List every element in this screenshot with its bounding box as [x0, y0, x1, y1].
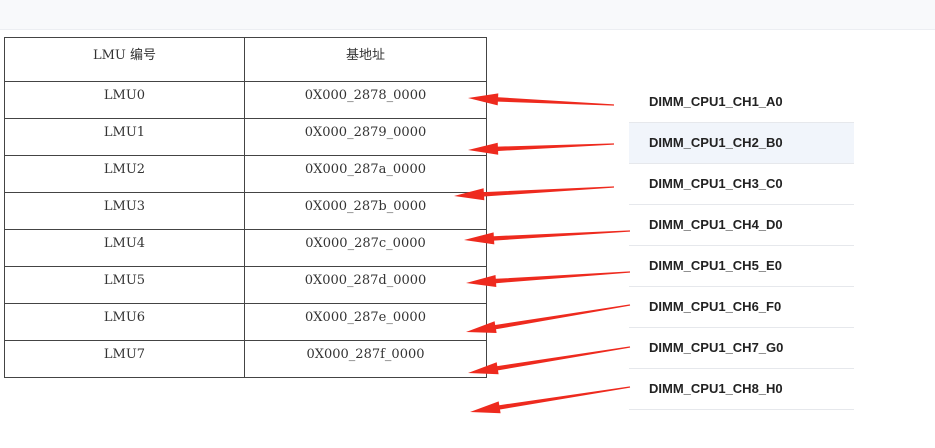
lmu-id-cell: LMU7 [4, 340, 245, 378]
mapping-arrow [468, 142, 614, 155]
base-address-cell: 0X000_287f_0000 [244, 340, 487, 378]
mapping-arrow [468, 346, 631, 375]
base-address-cell: 0X000_287e_0000 [244, 303, 487, 341]
dimm-list-item-ch5-e0[interactable]: DIMM_CPU1_CH5_E0 [629, 246, 854, 287]
lmu-id-cell: LMU2 [4, 155, 245, 193]
lmu-id-cell: LMU6 [4, 303, 245, 341]
mapping-arrow [466, 304, 631, 333]
dimm-list-item-ch4-d0[interactable]: DIMM_CPU1_CH4_D0 [629, 205, 854, 246]
dimm-list: DIMM_CPU1_CH1_A0 DIMM_CPU1_CH2_B0 DIMM_C… [629, 82, 854, 410]
dimm-list-item-ch7-g0[interactable]: DIMM_CPU1_CH7_G0 [629, 328, 854, 369]
base-address-cell: 0X000_2878_0000 [244, 81, 487, 119]
dimm-list-item-ch3-c0[interactable]: DIMM_CPU1_CH3_C0 [629, 164, 854, 205]
base-address-cell: 0X000_287d_0000 [244, 266, 487, 304]
mapping-arrow [468, 93, 614, 106]
dimm-list-item-ch1-a0[interactable]: DIMM_CPU1_CH1_A0 [629, 82, 854, 123]
top-bar [0, 0, 935, 30]
lmu-id-cell: LMU1 [4, 118, 245, 156]
lmu-id-cell: LMU5 [4, 266, 245, 304]
column-header-base-address: 基地址 [244, 37, 487, 82]
column-header-lmu-id: LMU 编号 [4, 37, 245, 82]
lmu-id-cell: LMU4 [4, 229, 245, 267]
mapping-arrow [464, 230, 630, 245]
mapping-arrow [470, 386, 631, 414]
dimm-list-item-ch2-b0[interactable]: DIMM_CPU1_CH2_B0 [629, 123, 854, 164]
lmu-id-cell: LMU3 [4, 192, 245, 230]
base-address-cell: 0X000_287a_0000 [244, 155, 487, 193]
dimm-list-item-ch8-h0[interactable]: DIMM_CPU1_CH8_H0 [629, 369, 854, 410]
base-address-cell: 0X000_2879_0000 [244, 118, 487, 156]
mapping-arrow [466, 271, 630, 287]
dimm-list-item-ch6-f0[interactable]: DIMM_CPU1_CH6_F0 [629, 287, 854, 328]
table-header-row: LMU 编号 基地址 [4, 37, 487, 82]
base-address-cell: 0X000_287b_0000 [244, 192, 487, 230]
base-address-cell: 0X000_287c_0000 [244, 229, 487, 267]
lmu-id-cell: LMU0 [4, 81, 245, 119]
